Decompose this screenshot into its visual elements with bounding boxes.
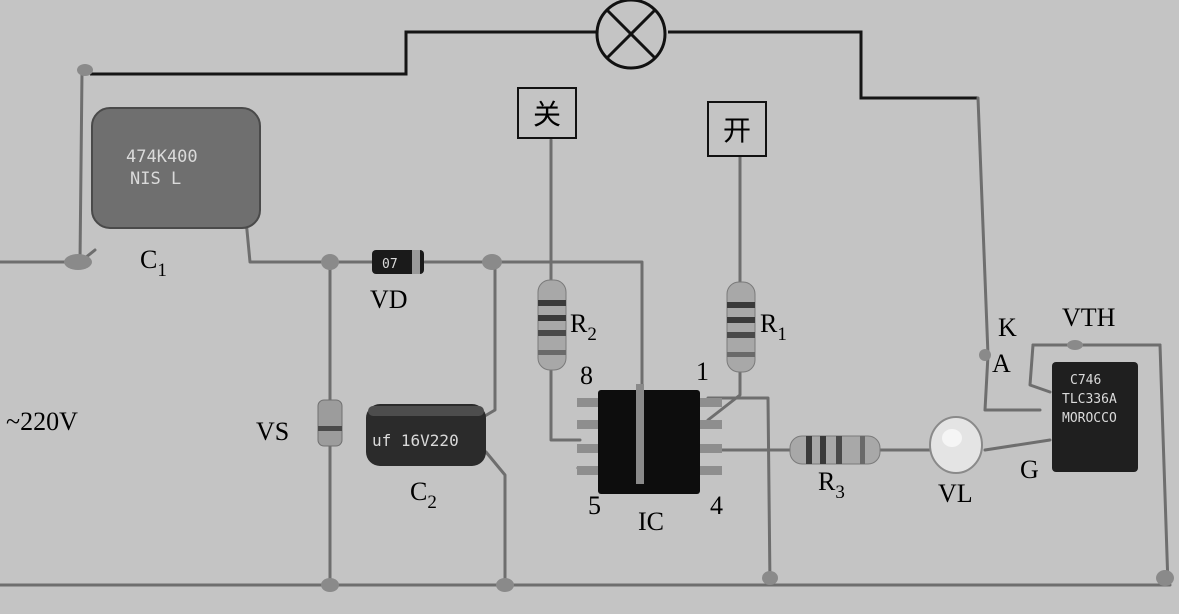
label-k: K [998, 313, 1017, 342]
label-c1: C1 [140, 245, 167, 281]
solder-joint [64, 254, 92, 270]
label-a: A [992, 349, 1011, 378]
wire-r1-pin [706, 368, 742, 422]
label-vth: VTH [1062, 303, 1116, 332]
wire-vth-right [1158, 343, 1170, 587]
solder-joint [762, 571, 778, 585]
label-r1: R1 [760, 309, 787, 345]
vth-marking-3: MOROCCO [1062, 411, 1117, 426]
label-vl: VL [938, 479, 973, 508]
c2-marking: uf 16V220 [372, 431, 459, 450]
solder-joint [1067, 340, 1083, 350]
label-c2: C2 [410, 477, 437, 513]
diode-vs [317, 399, 343, 447]
lamp-wire-right [668, 30, 978, 100]
wire-pin1 [706, 396, 772, 587]
wire-k-loop [1028, 343, 1052, 394]
vth-marking-2: TLC336A [1062, 392, 1117, 407]
wire-r2-pin [549, 368, 582, 442]
vth-marking-1: C746 [1070, 373, 1101, 388]
resistor-r1 [726, 281, 756, 373]
capacitor-c1: 474K400 NIS L [91, 107, 261, 229]
label-vd: VD [370, 285, 408, 314]
label-pin4: 4 [710, 491, 723, 520]
solder-joint [77, 64, 93, 76]
solder-joint [496, 578, 514, 592]
label-ic: IC [638, 507, 664, 536]
solder-joint [321, 254, 339, 270]
wire-vd-out [423, 260, 644, 412]
wire-vl-g [983, 438, 1052, 452]
label-vs: VS [256, 417, 289, 446]
wire-c2-bottom [484, 450, 507, 587]
switch-off-box: 关 [517, 87, 577, 139]
solder-joints [64, 64, 1174, 592]
wire-c2-top [476, 260, 497, 422]
label-pin8: 8 [580, 361, 593, 390]
c1-marking-2: NIS L [130, 169, 181, 189]
lamp-wire [90, 30, 600, 76]
switch-off-label: 关 [533, 98, 561, 131]
solder-joint [979, 349, 991, 361]
label-pin1: 1 [696, 357, 709, 386]
capacitor-c2: uf 16V220 [366, 404, 486, 466]
solder-joint [321, 578, 339, 592]
led-vl [929, 416, 983, 474]
solder-joint [482, 254, 502, 270]
solder-joint [1156, 570, 1174, 586]
ic-chip [577, 384, 722, 494]
c1-marking-1: 474K400 [126, 147, 198, 167]
resistor-r2 [537, 279, 567, 371]
lamp-symbol [595, 0, 667, 70]
diode-marking: 07 [382, 257, 398, 272]
resistor-r3 [789, 435, 881, 465]
wire-k-a [976, 96, 1042, 412]
wire-c1-left [78, 70, 84, 264]
wire-c1-right [244, 218, 377, 264]
label-r2: R2 [570, 309, 597, 345]
switch-on-box: 开 [707, 101, 767, 157]
label-r3: R3 [818, 467, 845, 503]
label-g: G [1020, 455, 1039, 484]
component-labels: C1 VD R2 R1 8 1 5 4 IC VS C2 ~220V R3 VL… [6, 245, 1116, 536]
diode-vd: 07 [372, 250, 424, 274]
triac-vth: C746 TLC336A MOROCCO [1052, 362, 1138, 472]
label-pin5: 5 [588, 491, 601, 520]
label-ac-input: ~220V [6, 407, 78, 436]
switch-on-label: 开 [723, 114, 751, 147]
